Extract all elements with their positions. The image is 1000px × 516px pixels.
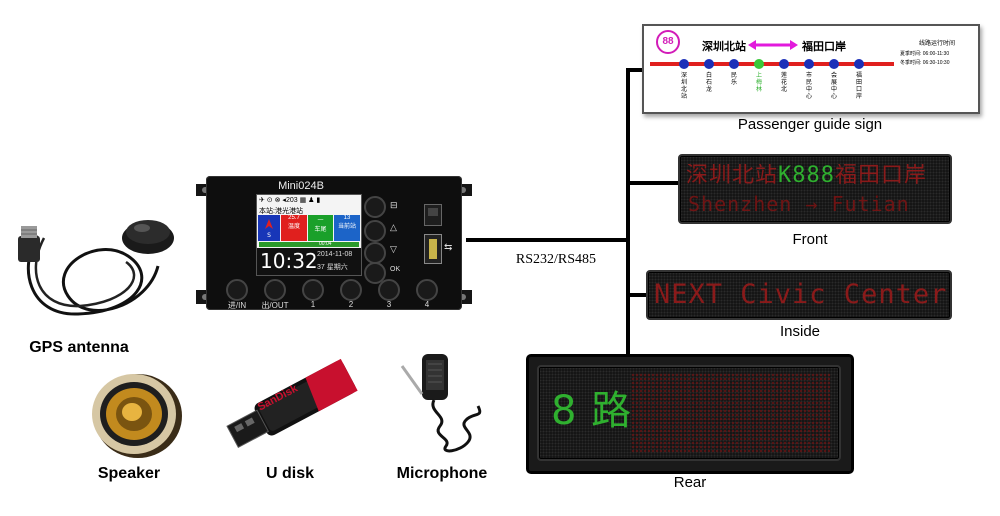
screen-tile-station: 13 当前站 — [334, 215, 360, 241]
device-button-label: 3 — [386, 300, 392, 309]
bottom-buttons: 进/IN 出/OUT 1 2 3 4 — [206, 176, 462, 310]
tile-rear-value: 一 — [317, 218, 324, 224]
screen-station: 本站:港光港站 — [259, 208, 303, 215]
interface-label: RS232/RS485 — [515, 252, 597, 267]
usb-icon: ⇆ — [444, 242, 453, 253]
down-icon: ▽ — [390, 244, 397, 254]
controller-device: Mini024B ✈ ⊙ ⊗ ◂203 ▦ ♟ ▮ 本站:港光港站 S 25.7… — [206, 176, 462, 310]
device-button-label: 4 — [424, 300, 430, 309]
route-stop-name: 民乐 — [730, 72, 737, 86]
route-stop-dot — [854, 59, 864, 69]
screen-tile-temp: 25.7 温度 — [281, 215, 307, 241]
screen-tile-rear: 一车尾 — [308, 215, 333, 241]
gps-label: GPS antenna — [29, 339, 129, 356]
microphone-label: Microphone — [396, 465, 488, 482]
route-stop-name: 上梅林 — [755, 72, 762, 93]
rear-led-panel: 8 路 — [537, 365, 841, 461]
front-line2: Shenzhen → Futian — [688, 192, 910, 216]
inside-text: NEXT Civic Center — [654, 280, 948, 310]
speaker-label: Speaker — [97, 465, 161, 482]
menu-icon: ⊟ — [390, 200, 398, 210]
up-icon: △ — [390, 222, 397, 232]
route-stop-name: 白石龙 — [705, 72, 712, 93]
screen-progress-text: 00:04 — [319, 241, 332, 247]
usb-label: U disk — [265, 465, 314, 482]
screen-compass-tile: S — [258, 215, 280, 241]
route-stop-dot — [754, 59, 764, 69]
front-route-code: K888 — [778, 164, 835, 188]
screen-date: 2014-11-08 — [317, 251, 353, 258]
inside-label: Inside — [779, 323, 821, 340]
route-stop-name: 莲花北 — [780, 72, 787, 93]
rear-led-sign: 8 路 — [526, 354, 854, 474]
device-button-0[interactable] — [226, 279, 248, 301]
route-stop-name: 福田口岸 — [855, 72, 862, 100]
info-summer: 夏季时间: 06:00-11:30 — [900, 51, 950, 57]
usb-port[interactable] — [424, 234, 442, 264]
inside-led-sign: NEXT Civic Center — [646, 270, 952, 320]
route-from: 深圳北站 — [702, 40, 746, 53]
device-button-label: 出/OUT — [261, 301, 289, 310]
power-switch[interactable] — [424, 204, 442, 226]
device-button-label: 进/IN — [227, 301, 247, 310]
route-stops: 深圳北站白石龙民乐上梅林莲花北市民中心会展中心福田口岸 — [644, 26, 904, 112]
screen-clock-area: 10:32 2014-11-08 37 星期六 — [257, 248, 361, 275]
guide-sign-label: Passenger guide sign — [737, 116, 883, 133]
side-button-menu[interactable] — [364, 196, 386, 218]
info-winter: 冬季时间: 06:30-10:30 — [900, 60, 950, 66]
front-label: Front — [792, 231, 828, 248]
device-button-1[interactable] — [264, 279, 286, 301]
route-stop-dot — [779, 59, 789, 69]
device-screen: ✈ ⊙ ⊗ ◂203 ▦ ♟ ▮ 本站:港光港站 S 25.7 温度 一车尾 13… — [256, 194, 362, 276]
device-button-label: 2 — [348, 300, 354, 309]
device-button-label: 1 — [310, 300, 316, 309]
route-stop-dot — [829, 59, 839, 69]
route-stop-name: 市民中心 — [805, 72, 812, 100]
ok-label: OK — [390, 266, 401, 273]
microphone-image — [400, 354, 482, 453]
tile-temp-value: 25.7 — [288, 215, 300, 221]
direction-arrow-icon — [748, 40, 798, 50]
device-button-5[interactable] — [416, 279, 438, 301]
route-stop-name: 会展中心 — [830, 72, 837, 100]
speaker-image — [92, 374, 182, 458]
route-stop-name: 深圳北站 — [680, 72, 687, 100]
device-button-4[interactable] — [378, 279, 400, 301]
side-button-up[interactable] — [364, 220, 386, 242]
svg-text:S: S — [267, 232, 271, 239]
rear-label: Rear — [673, 474, 707, 491]
usb-drive-image — [226, 358, 358, 449]
screen-progress-bar: 00:04 — [259, 241, 359, 247]
screen-weekday: 37 星期六 — [317, 264, 348, 271]
tile-temp-label: 温度 — [287, 224, 300, 230]
status-number: 203 — [285, 197, 298, 204]
side-button-ok[interactable] — [364, 262, 386, 284]
screen-time: 10:32 — [260, 249, 318, 273]
rear-scrolling-text — [631, 373, 831, 453]
front-line1-origin: 深圳北站 — [686, 164, 779, 188]
route-stop-dot — [729, 59, 739, 69]
front-line1: 深圳北站K888福田口岸 — [686, 164, 927, 188]
gps-antenna-image — [18, 220, 174, 316]
device-button-2[interactable] — [302, 279, 324, 301]
route-to: 福田口岸 — [802, 40, 846, 53]
screen-status-bar: ✈ ⊙ ⊗ ◂203 ▦ ♟ ▮ — [259, 197, 321, 204]
front-line1-destination: 福田口岸 — [835, 164, 928, 188]
front-led-sign: 深圳北站K888福田口岸 Shenzhen → Futian — [678, 154, 952, 224]
tile-station-value: 13 — [343, 215, 351, 221]
tile-rear-label: 车尾 — [314, 227, 327, 233]
route-line — [650, 62, 894, 66]
info-title: 线路运行时间 — [918, 41, 955, 47]
device-button-3[interactable] — [340, 279, 362, 301]
route-stop-dot — [679, 59, 689, 69]
tile-station-label: 当前站 — [337, 224, 356, 230]
passenger-guide-sign: 88 深圳北站 福田口岸 线路运行时间 夏季时间: 06:00-11:30 冬季… — [642, 24, 980, 114]
rear-route-number: 8 路 — [551, 389, 633, 433]
device-model: Mini024B — [278, 180, 324, 192]
route-stop-dot — [704, 59, 714, 69]
route-badge: 88 — [656, 30, 680, 54]
route-stop-dot — [804, 59, 814, 69]
